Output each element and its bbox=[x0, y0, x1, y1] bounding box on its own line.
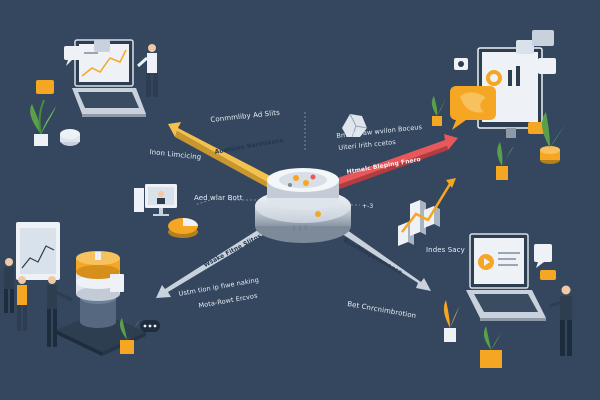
brain-chat-icon bbox=[450, 30, 556, 134]
browser-icon bbox=[16, 222, 124, 292]
laptop-chart-icon bbox=[72, 39, 146, 117]
bar-chart-icon bbox=[398, 178, 456, 246]
hub-platform-icon bbox=[255, 168, 351, 243]
monitor-icon bbox=[134, 184, 177, 216]
hub-caption: 2 2 5 bbox=[292, 225, 308, 232]
chat-bubble-icon bbox=[36, 40, 110, 94]
hub-side-label: +-3 bbox=[362, 203, 374, 210]
plant-icon bbox=[431, 96, 570, 180]
laptop-chart-icon bbox=[466, 233, 556, 321]
arrow-top-left bbox=[168, 122, 278, 190]
person-icon bbox=[549, 285, 572, 356]
plant-icon bbox=[119, 318, 160, 354]
arrow-top-right bbox=[332, 134, 458, 190]
left-middle-label: Aed wlar Bott bbox=[194, 194, 243, 202]
right-middle-label: Indes Sacy bbox=[426, 246, 465, 254]
plant-icon bbox=[443, 300, 504, 368]
rock-icon bbox=[342, 113, 368, 138]
person-icon bbox=[4, 258, 73, 347]
pie-chart-icon bbox=[168, 218, 198, 238]
person-icon bbox=[137, 44, 158, 97]
plant-icon bbox=[30, 99, 80, 146]
